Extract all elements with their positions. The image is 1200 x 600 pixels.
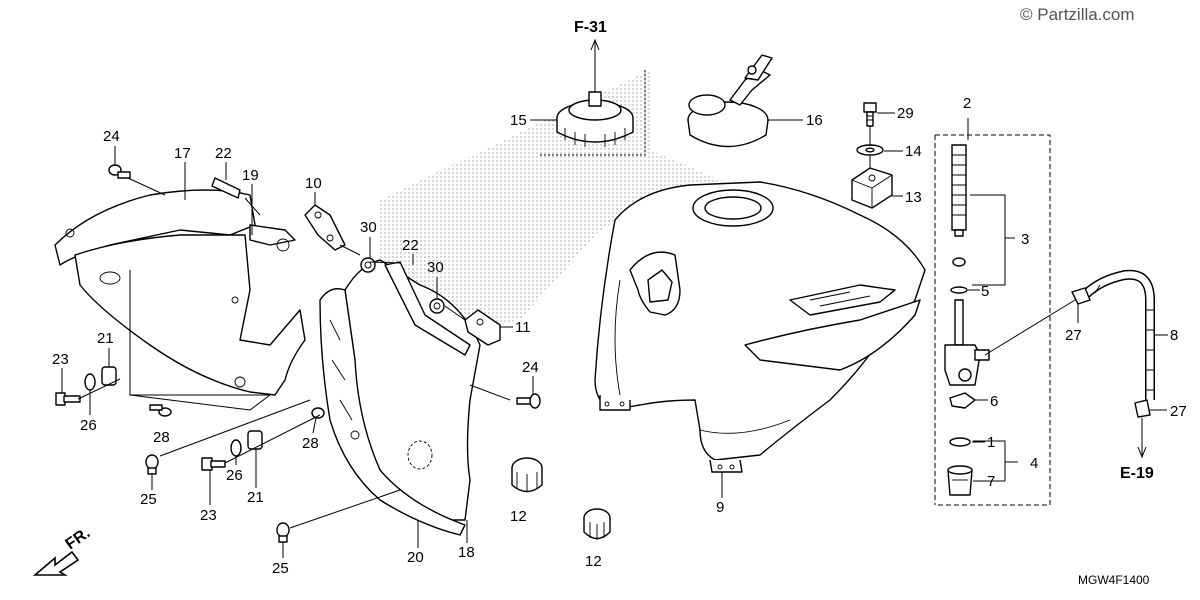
callout-27b: 27	[1170, 403, 1187, 420]
callout-20: 20	[407, 549, 424, 566]
screw-24-right	[516, 393, 541, 409]
callout-29: 29	[897, 105, 914, 122]
callout-10: 10	[305, 175, 322, 192]
callout-17: 17	[174, 145, 191, 162]
callout-22a: 22	[215, 145, 232, 162]
washer-5	[950, 286, 968, 294]
leader-3	[970, 194, 1015, 286]
callout-28b: 28	[302, 435, 319, 452]
washer-26-lower	[230, 439, 242, 457]
callout-11: 11	[515, 319, 531, 336]
callout-30a: 30	[360, 219, 377, 236]
fuel-cap-15	[556, 91, 634, 147]
shroud-inner-19	[74, 234, 306, 396]
washer-14	[856, 144, 884, 156]
callout-9: 9	[716, 499, 724, 516]
callout-28a: 28	[153, 429, 170, 446]
shroud-lower-20	[319, 288, 466, 536]
shaded-area	[380, 70, 720, 340]
callout-5: 5	[981, 283, 989, 300]
callout-24a: 24	[103, 128, 120, 145]
screw-25-left	[145, 454, 159, 475]
lever-6	[949, 392, 976, 409]
callout-3: 3	[1021, 231, 1029, 248]
callout-2: 2	[963, 95, 971, 112]
shade-border	[540, 68, 646, 156]
callout-25b: 25	[272, 560, 289, 577]
mount-rubber-13	[851, 167, 893, 209]
callout-26b: 26	[226, 467, 243, 484]
bolt-23-left	[55, 392, 81, 406]
callout-18: 18	[458, 544, 475, 561]
callout-23b: 23	[200, 507, 217, 524]
clamp-27-top	[1071, 287, 1091, 305]
callout-30b: 30	[427, 259, 444, 276]
callout-8: 8	[1170, 327, 1178, 344]
washer-26-left	[84, 373, 96, 391]
fuel-tank-9	[594, 181, 926, 473]
screw-28-mid	[311, 407, 325, 419]
screw-25-lower	[276, 522, 290, 543]
nut-30-left	[360, 257, 376, 273]
callout-14: 14	[905, 143, 922, 160]
hose-to-petcock-line	[984, 299, 1076, 356]
oring-1	[949, 437, 971, 447]
callout-1: 1	[987, 434, 995, 451]
petcock-assembly-bracket	[934, 118, 1051, 506]
clip-22-top	[211, 177, 241, 199]
callout-6: 6	[990, 393, 998, 410]
callout-15: 15	[510, 112, 527, 129]
callout-4: 4	[1030, 455, 1038, 472]
callout-27a: 27	[1065, 327, 1082, 344]
leader-4	[973, 440, 1018, 482]
callout-21b: 21	[247, 489, 264, 506]
locking-cap-16	[687, 54, 773, 148]
callout-26a: 26	[80, 417, 97, 434]
fuel-petcock	[944, 299, 990, 386]
grommet-12-a	[511, 457, 543, 493]
diagram-code: MGW4F1400	[1078, 573, 1150, 587]
rod-22	[384, 261, 471, 356]
callout-16: 16	[806, 112, 823, 129]
grommet-12-b	[583, 508, 611, 540]
leader-28b	[312, 417, 317, 434]
front-indicator: FR.	[63, 525, 94, 554]
fuel-cap-ref-arrow	[590, 38, 600, 95]
bracket-11	[464, 309, 501, 346]
callout-7: 7	[987, 473, 995, 490]
fuel-cap-ref-label: F-31	[574, 19, 607, 36]
nut-21-lower	[247, 430, 263, 450]
callout-13: 13	[905, 189, 922, 206]
sediment-cup-7	[947, 465, 973, 496]
e19-arrow	[1137, 418, 1147, 459]
watermark: © Partzilla.com	[1020, 5, 1135, 24]
clamp-27-bottom	[1134, 399, 1151, 418]
screw-28-left	[149, 404, 172, 417]
callout-22b: 22	[402, 237, 419, 254]
callout-12a: 12	[510, 508, 527, 525]
callout-25a: 25	[140, 491, 157, 508]
bracket-inner	[249, 224, 296, 252]
callout-23a: 23	[52, 351, 69, 368]
callout-21a: 21	[97, 330, 114, 347]
bracket-10	[304, 204, 346, 251]
callout-12b: 12	[585, 553, 602, 570]
bolt-23-lower	[201, 457, 226, 471]
bolt-29	[863, 102, 877, 127]
screw-24-left	[108, 164, 131, 179]
nut-30-right	[429, 298, 445, 314]
fuel-hose-8	[1081, 269, 1155, 400]
hose-ref-label: E-19	[1120, 465, 1154, 482]
front-arrow	[32, 550, 80, 576]
small-oring	[952, 257, 966, 267]
strainer-filter	[951, 144, 967, 237]
callout-19: 19	[242, 167, 259, 184]
callout-24b: 24	[522, 359, 539, 376]
